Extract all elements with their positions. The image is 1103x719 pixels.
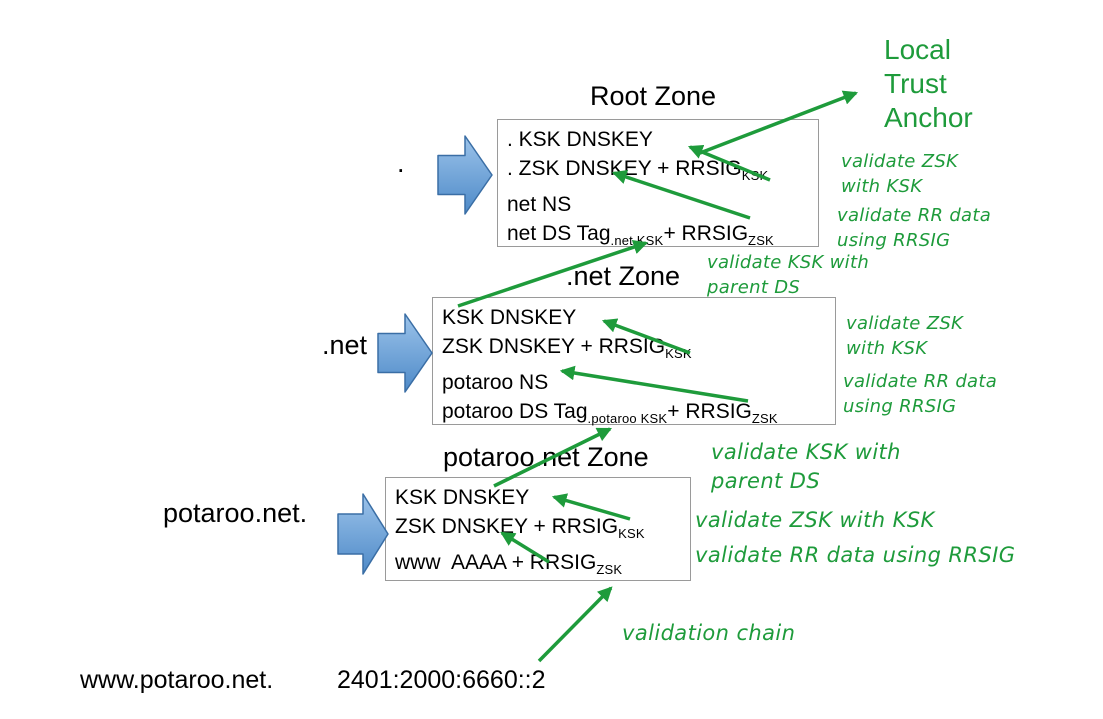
record-text: + RRSIG bbox=[667, 400, 752, 424]
record-subscript: .potaroo KSK bbox=[587, 411, 668, 427]
net-zone-box: KSK DNSKEY ZSK DNSKEY + RRSIGKSK potaroo… bbox=[432, 297, 836, 426]
record-line: potaroo DS Tag.potaroo KSK+ RRSIGZSK bbox=[442, 397, 826, 433]
record-text: . ZSK DNSKEY + RRSIG bbox=[507, 157, 742, 180]
annotation-line: validate KSK with bbox=[711, 440, 901, 464]
record-subscript: KSK bbox=[618, 526, 645, 542]
block-arrow-net bbox=[377, 313, 433, 393]
record-line: www AAAA + RRSIGZSK bbox=[395, 548, 681, 584]
arrow-validation-chain bbox=[537, 586, 613, 663]
block-arrow-root bbox=[437, 135, 493, 215]
footer-ipv6-address: 2401:2000:6660::2 bbox=[337, 666, 546, 694]
record-line: KSK DNSKEY bbox=[395, 483, 681, 512]
annotation-validate-zsk-potaroo: validate ZSK with KSK bbox=[695, 506, 935, 535]
root-zone-title: Root Zone bbox=[590, 81, 717, 111]
record-text: . KSK DNSKEY bbox=[507, 128, 653, 151]
record-text: ZSK DNSKEY + RRSIG bbox=[442, 335, 666, 358]
record-text: www AAAA + RRSIG bbox=[395, 551, 597, 575]
record-text: + RRSIG bbox=[663, 222, 749, 246]
annotation-line: validate RR data using RRSIG bbox=[695, 543, 1016, 567]
record-line: . KSK DNSKEY bbox=[507, 125, 809, 154]
record-subscript: ZSK bbox=[748, 233, 774, 249]
root-zone-label: . bbox=[397, 148, 405, 178]
record-subscript: KSK bbox=[741, 168, 769, 184]
record-text: potaroo NS bbox=[442, 371, 549, 395]
annotation-line: validation chain bbox=[622, 621, 796, 645]
annotation-line: validate ZSK with KSK bbox=[695, 508, 935, 532]
record-text: KSK DNSKEY bbox=[442, 306, 577, 329]
potaroo-zone-box: KSK DNSKEY ZSK DNSKEY + RRSIGKSK www AAA… bbox=[385, 477, 691, 581]
anchor-line: Trust bbox=[884, 68, 947, 99]
record-text: ZSK DNSKEY + RRSIG bbox=[395, 515, 619, 538]
net-zone-title: .net Zone bbox=[566, 261, 681, 291]
block-arrow-potaroo bbox=[337, 493, 389, 575]
record-text: KSK DNSKEY bbox=[395, 486, 530, 509]
annotation-line: using RRSIG bbox=[837, 230, 951, 251]
potaroo-zone-label: potaroo.net. bbox=[163, 498, 308, 528]
annotation-validate-ksk-root: validate KSK with parent DS bbox=[707, 250, 869, 300]
annotation-line: with KSK bbox=[841, 176, 923, 197]
record-line: . ZSK DNSKEY + RRSIGKSK bbox=[507, 154, 809, 190]
annotation-validate-zsk-net: validate ZSK with KSK bbox=[846, 311, 963, 361]
record-subscript: KSK bbox=[665, 346, 692, 362]
annotation-line: validate ZSK bbox=[841, 151, 959, 172]
record-text: potaroo DS Tag bbox=[442, 400, 588, 424]
annotation-validate-zsk-root: validate ZSK with KSK bbox=[841, 149, 958, 199]
annotation-validate-rr-potaroo: validate RR data using RRSIG bbox=[695, 541, 1015, 570]
annotation-line: validate ZSK bbox=[846, 313, 964, 334]
annotation-validate-ksk-net: validate KSK with parent DS bbox=[711, 438, 901, 496]
annotation-line: with KSK bbox=[846, 338, 928, 359]
anchor-line: Local bbox=[884, 34, 951, 65]
anchor-line: Anchor bbox=[884, 102, 973, 133]
record-line: net DS Tag.net KSK+ RRSIGZSK bbox=[507, 219, 809, 255]
record-subscript: .net KSK bbox=[610, 233, 664, 249]
annotation-validate-rr-root: validate RR data using RRSIG bbox=[837, 203, 991, 253]
footer-hostname: www.potaroo.net. bbox=[80, 666, 274, 694]
local-trust-anchor-label: Local Trust Anchor bbox=[884, 33, 973, 135]
record-line: potaroo NS bbox=[442, 368, 826, 397]
record-text: net DS Tag bbox=[507, 222, 611, 246]
annotation-line: parent DS bbox=[711, 469, 821, 493]
annotation-line: validate KSK with bbox=[707, 252, 870, 273]
annotation-validate-rr-net: validate RR data using RRSIG bbox=[843, 369, 997, 419]
net-zone-label: .net bbox=[322, 330, 368, 360]
annotation-line: parent DS bbox=[707, 277, 801, 298]
record-subscript: ZSK bbox=[596, 562, 623, 578]
record-line: net NS bbox=[507, 190, 809, 219]
annotation-line: validate RR data bbox=[843, 371, 998, 392]
potaroo-zone-title: potaroo.net Zone bbox=[443, 442, 649, 472]
record-line: ZSK DNSKEY + RRSIGKSK bbox=[395, 512, 681, 548]
annotation-line: validate RR data bbox=[837, 205, 992, 226]
annotation-line: using RRSIG bbox=[843, 396, 957, 417]
record-line: ZSK DNSKEY + RRSIGKSK bbox=[442, 332, 826, 368]
record-subscript: ZSK bbox=[751, 411, 778, 427]
record-text: net NS bbox=[507, 193, 572, 217]
record-line: KSK DNSKEY bbox=[442, 303, 826, 332]
root-zone-box: . KSK DNSKEY . ZSK DNSKEY + RRSIGKSK net… bbox=[497, 119, 819, 248]
annotation-validation-chain: validation chain bbox=[622, 619, 795, 648]
